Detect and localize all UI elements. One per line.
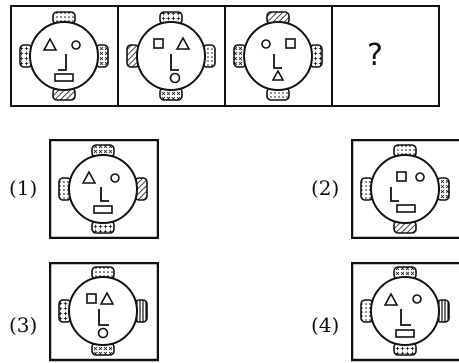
question-face-2 <box>126 11 216 101</box>
option-2-figure[interactable] <box>351 139 459 239</box>
question-sequence <box>10 5 440 107</box>
option-3-label[interactable]: (3) <box>9 313 38 337</box>
option-1-figure[interactable] <box>49 139 159 239</box>
option-2-label[interactable]: (2) <box>311 176 340 200</box>
missing-figure-question-mark: ? <box>367 38 383 73</box>
option-3-figure[interactable] <box>49 262 159 362</box>
option-1-label[interactable]: (1) <box>9 176 38 200</box>
question-face-1 <box>19 11 109 101</box>
option-4-figure[interactable] <box>351 262 459 362</box>
option-4-label[interactable]: (4) <box>311 313 340 337</box>
question-face-3 <box>233 11 323 101</box>
